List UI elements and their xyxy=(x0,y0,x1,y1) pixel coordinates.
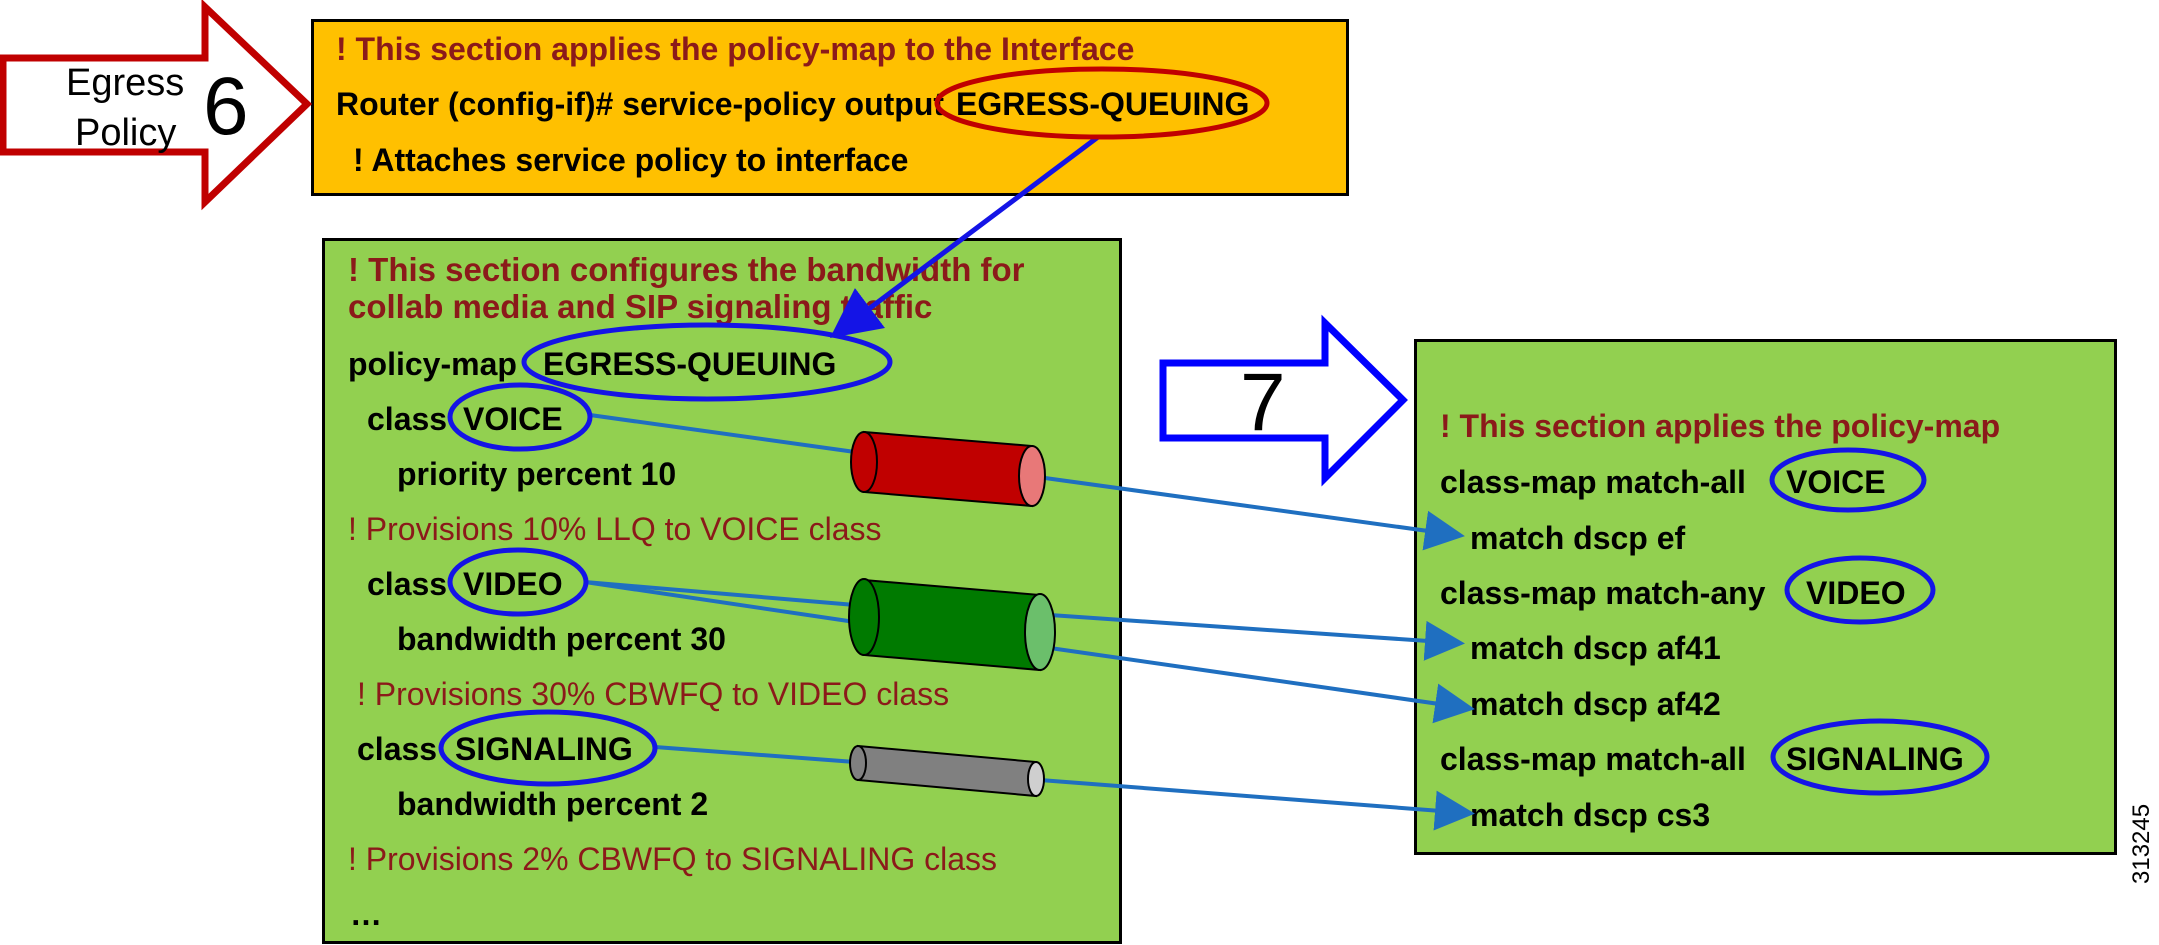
classmap-signaling-name: SIGNALING xyxy=(1786,741,1964,777)
class-signaling-name: SIGNALING xyxy=(455,731,633,767)
class-voice-name: VOICE xyxy=(463,401,563,437)
pipe-voice-icon xyxy=(850,430,1046,508)
class-video-keyword: class xyxy=(367,566,448,602)
pipe-video-icon xyxy=(848,578,1056,672)
connector-interface-to-policy xyxy=(830,135,1100,338)
video-action: bandwidth percent 30 xyxy=(397,621,726,657)
highlight-classmap-video xyxy=(1784,555,1936,625)
class-video-name: VIDEO xyxy=(463,566,563,602)
highlight-policy-egress xyxy=(521,322,893,402)
class-map-config-box xyxy=(1414,339,2117,855)
class-voice-keyword: class xyxy=(367,401,448,437)
callout-6-label-line1: Egress xyxy=(66,62,185,104)
callout-7-number: 7 xyxy=(1240,357,1286,448)
classmap-signaling-prefix: class-map match-all xyxy=(1440,741,1746,777)
voice-note: ! Provisions 10% LLQ to VOICE class xyxy=(348,511,882,547)
signaling-action: bandwidth percent 2 xyxy=(397,786,709,822)
connector-video-to-pipe-a xyxy=(584,580,856,607)
highlight-interface-egress xyxy=(934,66,1270,140)
highlight-policy-video xyxy=(447,547,589,617)
policy-map-keyword: policy-map xyxy=(348,346,517,382)
highlight-policy-voice xyxy=(447,382,593,452)
pipe-signaling-icon xyxy=(849,744,1045,798)
classmap-voice-match: match dscp ef xyxy=(1470,520,1686,556)
video-note: ! Provisions 30% CBWFQ to VIDEO class xyxy=(357,676,950,712)
highlight-classmap-signaling xyxy=(1770,718,1990,796)
callout-6-label-line2: Policy xyxy=(75,112,177,154)
figure-id: 313245 xyxy=(2128,803,2155,884)
classmap-voice-prefix: class-map match-all xyxy=(1440,464,1746,500)
classmap-video-prefix: class-map match-any xyxy=(1440,575,1766,611)
policy-map-name: EGRESS-QUEUING xyxy=(543,346,837,382)
classmap-comment: ! This section applies the policy-map xyxy=(1440,408,2001,444)
connector-voice-pipe-to-classmap xyxy=(1044,476,1465,551)
connector-video-pipe-to-af41 xyxy=(1049,613,1465,661)
classmap-video-name: VIDEO xyxy=(1806,575,1906,611)
classmap-video-match1: match dscp af41 xyxy=(1470,630,1721,666)
interface-command-target: EGRESS-QUEUING xyxy=(956,86,1250,122)
policy-ellipsis: … xyxy=(350,896,382,932)
voice-action: priority percent 10 xyxy=(397,456,677,492)
class-signaling-keyword: class xyxy=(357,731,438,767)
highlight-policy-signaling xyxy=(438,709,658,787)
policy-comment-line1: ! This section configures the bandwidth … xyxy=(348,251,1025,288)
connector-video-to-pipe-b xyxy=(584,580,856,624)
interface-config-box xyxy=(311,19,1349,196)
interface-note: ! Attaches service policy to interface xyxy=(353,142,909,178)
highlight-classmap-voice xyxy=(1769,447,1927,513)
signaling-note: ! Provisions 2% CBWFQ to SIGNALING class xyxy=(348,841,998,877)
classmap-signaling-match: match dscp cs3 xyxy=(1470,797,1711,833)
interface-comment: ! This section applies the policy-map to… xyxy=(336,31,1135,67)
callout-6-number: 6 xyxy=(203,61,249,152)
connector-signaling-pipe-to-cs3 xyxy=(1039,778,1475,831)
classmap-voice-name: VOICE xyxy=(1786,464,1886,500)
connector-signaling-to-pipe xyxy=(654,745,856,764)
connector-video-pipe-to-af42 xyxy=(1049,646,1475,724)
classmap-video-match2: match dscp af42 xyxy=(1470,686,1721,722)
connector-voice-to-pipe xyxy=(589,413,856,454)
interface-command-prefix: Router (config-if)# service-policy outpu… xyxy=(336,86,945,122)
